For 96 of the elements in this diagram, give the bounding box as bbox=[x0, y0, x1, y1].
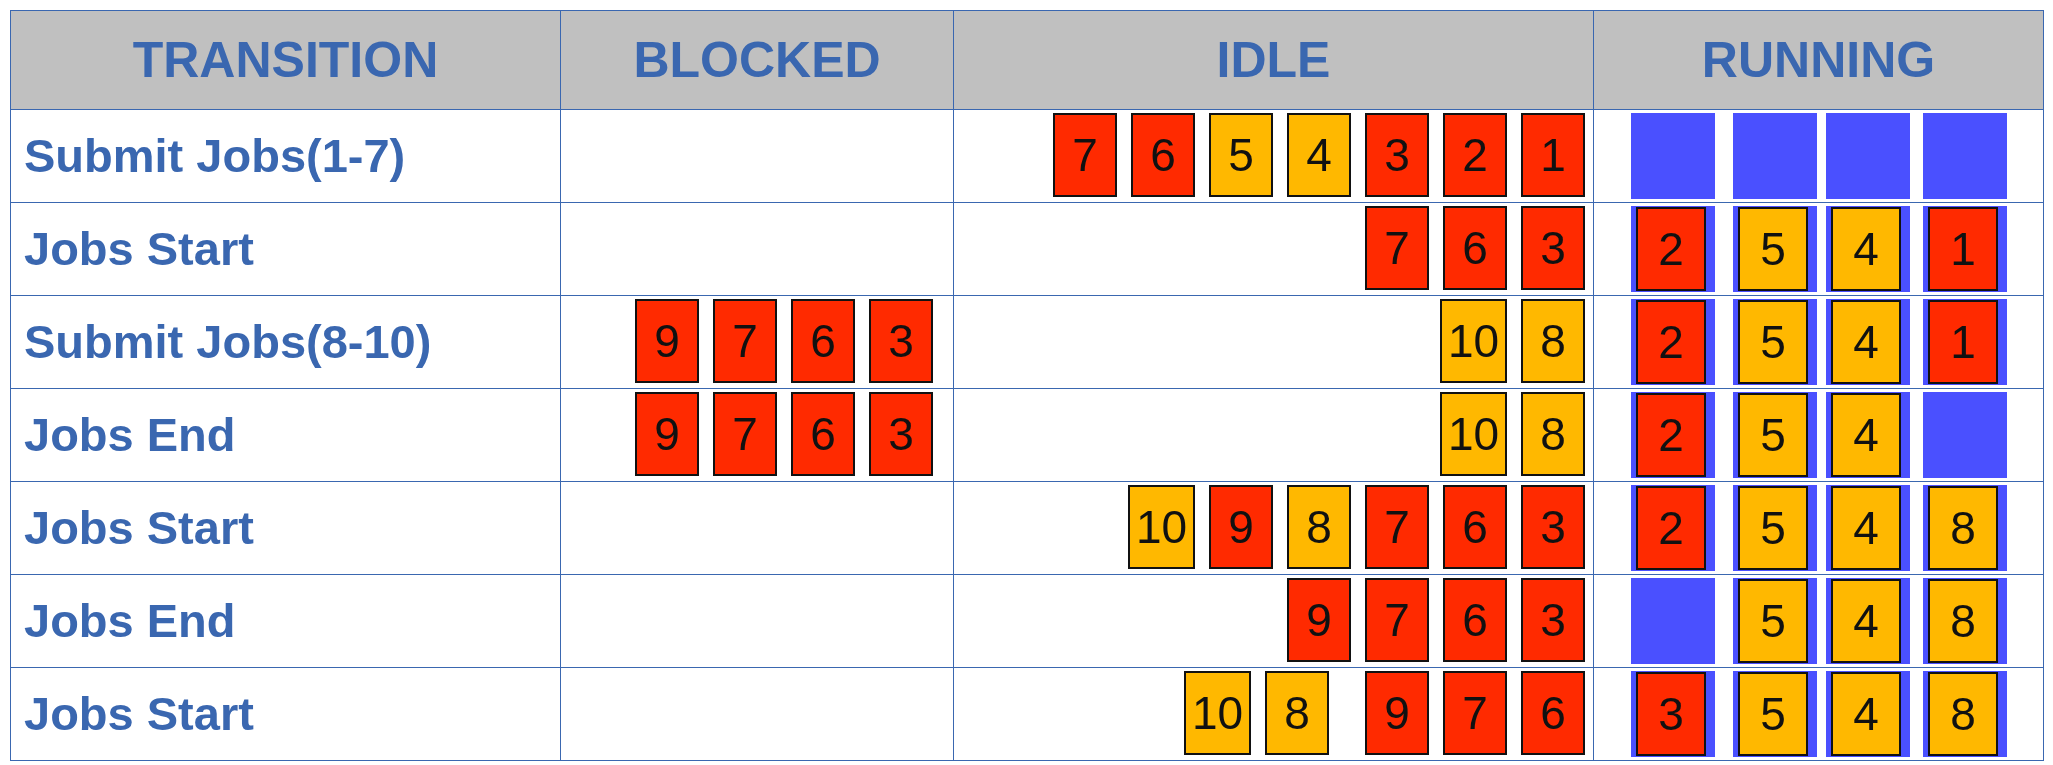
job-block: 9 bbox=[635, 392, 699, 476]
job-block: 5 bbox=[1738, 486, 1808, 570]
job-block: 2 bbox=[1443, 113, 1507, 197]
job-block: 1 bbox=[1521, 113, 1585, 197]
job-block: 6 bbox=[791, 392, 855, 476]
job-block: 4 bbox=[1287, 113, 1351, 197]
job-block: 10 bbox=[1184, 671, 1252, 755]
cpu-slot bbox=[1631, 671, 1715, 757]
cpu-slot bbox=[1733, 578, 1817, 664]
job-block: 4 bbox=[1831, 207, 1901, 291]
job-block: 5 bbox=[1209, 113, 1273, 197]
cpu-slot bbox=[1826, 578, 1910, 664]
column-header: BLOCKED bbox=[560, 10, 954, 110]
column-header: IDLE bbox=[953, 10, 1594, 110]
cpu-slot bbox=[1923, 113, 2007, 199]
cpu-slot bbox=[1826, 206, 1910, 292]
job-block: 3 bbox=[1521, 578, 1585, 662]
job-block: 8 bbox=[1521, 299, 1585, 383]
cpu-slot bbox=[1733, 485, 1817, 571]
cpu-slot bbox=[1733, 113, 1817, 199]
job-block: 7 bbox=[1443, 671, 1507, 755]
cpu-slot bbox=[1631, 113, 1715, 199]
job-block: 9 bbox=[1209, 485, 1273, 569]
job-block: 8 bbox=[1287, 485, 1351, 569]
job-block: 4 bbox=[1831, 486, 1901, 570]
row-label: Jobs Start bbox=[24, 224, 254, 272]
job-block: 7 bbox=[713, 299, 777, 383]
job-block: 6 bbox=[1521, 671, 1585, 755]
job-block: 8 bbox=[1928, 579, 1998, 663]
cpu-slot bbox=[1923, 578, 2007, 664]
job-block: 8 bbox=[1928, 672, 1998, 756]
job-block: 6 bbox=[791, 299, 855, 383]
cpu-slot bbox=[1631, 485, 1715, 571]
cpu-slot bbox=[1631, 392, 1715, 478]
cpu-slot bbox=[1631, 299, 1715, 385]
cpu-slot bbox=[1826, 113, 1910, 199]
job-block: 7 bbox=[1365, 485, 1429, 569]
job-block: 6 bbox=[1131, 113, 1195, 197]
job-block: 5 bbox=[1738, 300, 1808, 384]
cpu-slot bbox=[1923, 392, 2007, 478]
job-block: 4 bbox=[1831, 393, 1901, 477]
job-block: 3 bbox=[1636, 672, 1706, 756]
row-label: Jobs End bbox=[24, 410, 236, 458]
job-block: 7 bbox=[1365, 578, 1429, 662]
cpu-slot bbox=[1733, 206, 1817, 292]
job-block: 2 bbox=[1636, 207, 1706, 291]
cpu-slot bbox=[1826, 392, 1910, 478]
job-block: 9 bbox=[1287, 578, 1351, 662]
job-block: 4 bbox=[1831, 579, 1901, 663]
job-block: 5 bbox=[1738, 579, 1808, 663]
cpu-slot bbox=[1733, 392, 1817, 478]
job-block: 5 bbox=[1738, 207, 1808, 291]
job-block: 10 bbox=[1128, 485, 1196, 569]
cpu-slot bbox=[1631, 578, 1715, 664]
job-block: 4 bbox=[1831, 300, 1901, 384]
cpu-slot bbox=[1631, 206, 1715, 292]
job-block: 3 bbox=[1521, 485, 1585, 569]
cpu-slot bbox=[1923, 485, 2007, 571]
job-block: 2 bbox=[1636, 300, 1706, 384]
cpu-slot bbox=[1826, 299, 1910, 385]
row-label: Jobs Start bbox=[24, 689, 254, 737]
job-block: 7 bbox=[713, 392, 777, 476]
column-header: TRANSITION bbox=[10, 10, 561, 110]
job-block: 5 bbox=[1738, 393, 1808, 477]
job-block: 3 bbox=[869, 392, 933, 476]
job-block: 3 bbox=[869, 299, 933, 383]
cpu-slot bbox=[1923, 671, 2007, 757]
cpu-slot bbox=[1826, 485, 1910, 571]
cpu-slot bbox=[1733, 671, 1817, 757]
job-block: 2 bbox=[1636, 486, 1706, 570]
row-label: Jobs End bbox=[24, 596, 236, 644]
job-block: 2 bbox=[1636, 393, 1706, 477]
job-block: 1 bbox=[1928, 207, 1998, 291]
job-block: 4 bbox=[1831, 672, 1901, 756]
job-block: 6 bbox=[1443, 485, 1507, 569]
job-block: 6 bbox=[1443, 578, 1507, 662]
cpu-slot bbox=[1923, 299, 2007, 385]
row-label: Jobs Start bbox=[24, 503, 254, 551]
job-block: 8 bbox=[1521, 392, 1585, 476]
job-block: 3 bbox=[1365, 113, 1429, 197]
job-block: 10 bbox=[1440, 392, 1508, 476]
job-block: 5 bbox=[1738, 672, 1808, 756]
job-block: 8 bbox=[1265, 671, 1329, 755]
cpu-slot bbox=[1733, 299, 1817, 385]
job-block: 10 bbox=[1440, 299, 1508, 383]
job-block: 1 bbox=[1928, 300, 1998, 384]
job-block: 7 bbox=[1365, 206, 1429, 290]
job-block: 3 bbox=[1521, 206, 1585, 290]
cpu-slot bbox=[1826, 671, 1910, 757]
cpu-slot bbox=[1923, 206, 2007, 292]
column-header: RUNNING bbox=[1593, 10, 2044, 110]
job-block: 6 bbox=[1443, 206, 1507, 290]
job-block: 9 bbox=[1365, 671, 1429, 755]
job-block: 8 bbox=[1928, 486, 1998, 570]
job-block: 7 bbox=[1053, 113, 1117, 197]
job-block: 9 bbox=[635, 299, 699, 383]
